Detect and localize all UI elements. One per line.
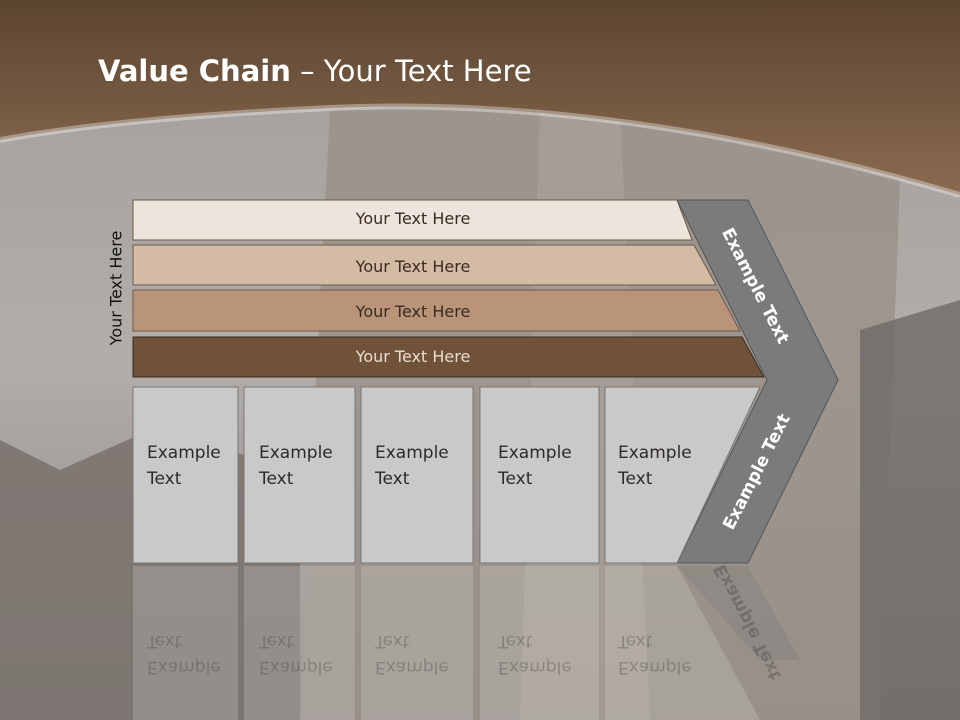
- title-bold: Value Chain: [98, 54, 291, 88]
- page-title: Value Chain – Your Text Here: [98, 54, 532, 88]
- box-4-refl-line1: Example: [498, 657, 572, 677]
- chevron-reflection: [677, 566, 800, 660]
- box-1-line1: Example: [147, 443, 221, 463]
- box-4: [479, 386, 600, 564]
- title-rest: – Your Text Here: [290, 54, 532, 88]
- box-2: [243, 386, 356, 564]
- box-1-line2: Text: [147, 469, 182, 489]
- side-label: Your Text Here: [106, 230, 126, 346]
- box-5-line2: Text: [618, 469, 653, 489]
- box-3-reflection: Example Text: [375, 628, 449, 680]
- box-5-line1: Example: [618, 443, 692, 463]
- box-5-refl-line2: Text: [618, 631, 653, 651]
- header-edge: [0, 103, 960, 198]
- bar-4-label: Your Text Here: [355, 347, 471, 366]
- box-1: [132, 386, 239, 564]
- box-4-reflection: Example Text: [498, 628, 572, 680]
- box-4-line1: Example: [498, 443, 572, 463]
- box-2-line2: Text: [259, 469, 294, 489]
- box-3-refl-line2: Text: [375, 631, 410, 651]
- box-3-line2: Text: [375, 469, 410, 489]
- box-3: [360, 386, 474, 564]
- bar-3: [132, 289, 741, 332]
- bar-1-label: Your Text Here: [355, 209, 471, 228]
- bar-2: [132, 244, 717, 286]
- box-3-refl-line1: Example: [375, 657, 449, 677]
- box-4-refl-line2: Text: [498, 631, 533, 651]
- box-5-reflection: Example Text: [618, 628, 692, 680]
- chevron-arrow: [676, 199, 839, 564]
- box-reflections: [133, 566, 760, 720]
- tree-area: [860, 300, 960, 720]
- box-3-line1: Example: [375, 443, 449, 463]
- box-2-reflection: Example Text: [259, 628, 333, 680]
- bar-2-label: Your Text Here: [355, 257, 471, 276]
- bar-4: [132, 336, 765, 378]
- bar-3-label: Your Text Here: [355, 302, 471, 321]
- box-2-refl-line2: Text: [259, 631, 294, 651]
- box-2-refl-line1: Example: [259, 657, 333, 677]
- box-4-line2: Text: [498, 469, 533, 489]
- box-5-refl-line1: Example: [618, 657, 692, 677]
- header-band: [0, 0, 960, 195]
- box-1-refl-line2: Text: [147, 631, 182, 651]
- box-2-line1: Example: [259, 443, 333, 463]
- box-1-reflection: Example Text: [147, 628, 221, 680]
- box-5: [604, 386, 761, 564]
- box-1-refl-line1: Example: [147, 657, 221, 677]
- bar-1: [132, 199, 693, 241]
